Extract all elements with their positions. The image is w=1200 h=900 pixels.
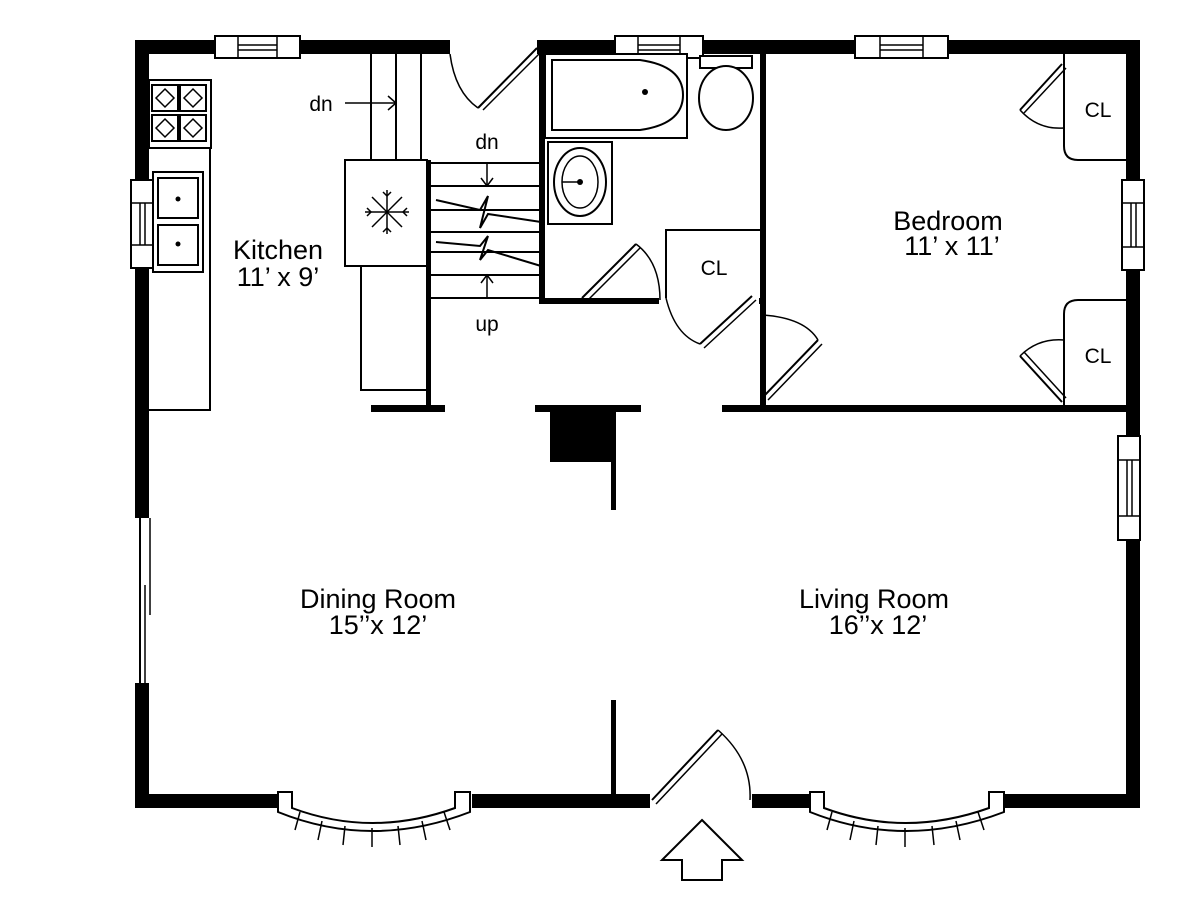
refrigerator-icon [344, 159, 428, 267]
bedroom-label: Bedroom [893, 206, 1003, 236]
top-window-kitchen [214, 35, 301, 59]
bedroom-closet-bottom [1019, 299, 1126, 405]
bedroom-closet-top-label: CL [1085, 99, 1112, 122]
front-door [651, 729, 751, 805]
chimney [550, 410, 612, 462]
exterior-walls [135, 40, 1140, 808]
bedroom-door [762, 314, 823, 401]
living-room-label: Living Room [799, 584, 949, 614]
kitchen-label: Kitchen [233, 235, 323, 265]
left-window-kitchen [130, 179, 154, 269]
bathtub-icon [544, 53, 688, 139]
stairs-treads [431, 162, 542, 299]
bedroom-closet-bottom-label: CL [1085, 345, 1112, 368]
bay-window-living [809, 791, 1005, 847]
right-window-living [1117, 435, 1141, 541]
bathroom-door [581, 243, 661, 303]
bay-window-dining [277, 791, 471, 847]
stove-icon [151, 84, 207, 142]
toilet-icon [698, 55, 754, 131]
right-window-bedroom [1121, 179, 1145, 271]
bedroom-size: 11’ x 11’ [904, 231, 1000, 261]
stairs-down-label-2: dn [475, 131, 498, 154]
kitchen-sink-icon [152, 171, 204, 273]
back-door [449, 47, 542, 111]
stairs-up-label: up [475, 313, 498, 336]
interior-walls [371, 54, 1126, 796]
hall-closet [665, 229, 761, 349]
dining-room-label: Dining Room [300, 584, 456, 614]
top-window-bedroom [854, 35, 949, 59]
kitchen-size: 11’ x 9’ [237, 262, 320, 292]
hall-closet-label: CL [701, 257, 728, 280]
bathroom-sink-icon [547, 141, 613, 225]
entry-arrow-icon [659, 818, 745, 881]
dining-room-size: 15’’x 12’ [329, 610, 428, 640]
stairs-down-label: dn [309, 93, 332, 116]
stairs-down-upper [345, 54, 422, 160]
living-room-size: 16’’x 12’ [829, 610, 928, 640]
pantry-cabinet [360, 265, 428, 391]
bedroom-closet-top [1019, 54, 1126, 161]
sliding-door-dining [139, 518, 151, 683]
